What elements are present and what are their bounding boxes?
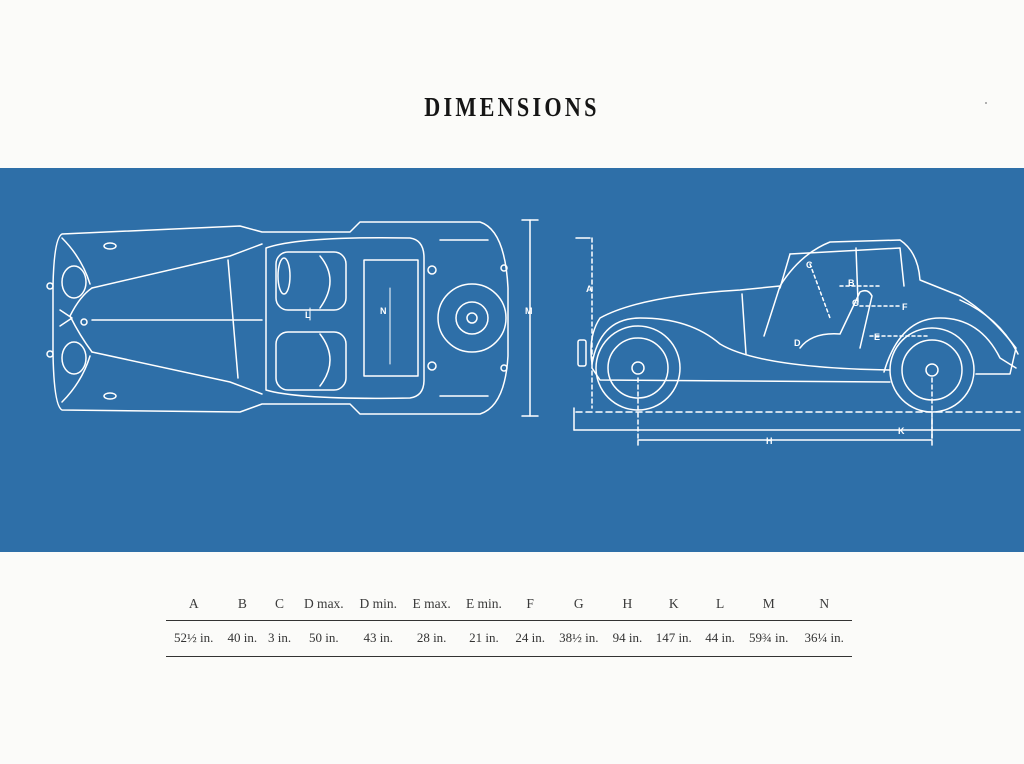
car-top-view xyxy=(46,219,539,417)
value-cell: 59¾ in. xyxy=(740,620,797,657)
header-cell: K xyxy=(648,590,700,621)
header-cell: C xyxy=(263,590,296,621)
value-cell: 52½ in. xyxy=(166,620,222,657)
header-cell: G xyxy=(551,590,607,621)
dim-label-A: A xyxy=(586,284,593,294)
dim-label-H: H xyxy=(766,436,773,446)
dim-label-E: E xyxy=(874,332,880,342)
dim-label-B: B xyxy=(848,278,855,288)
value-cell: 50 in. xyxy=(295,620,352,657)
value-cell: 147 in. xyxy=(648,620,700,657)
dim-label-K: K xyxy=(898,426,905,436)
dim-label-G: G xyxy=(852,298,859,308)
value-cell: 94 in. xyxy=(606,620,649,657)
blueprint-diagram: L N M A B C D E F G H K xyxy=(0,168,1024,552)
header-cell: M xyxy=(740,590,797,621)
dim-label-C: C xyxy=(806,260,813,270)
value-cell: 38½ in. xyxy=(551,620,607,657)
header-cell: D min. xyxy=(351,590,405,621)
dim-label-M: M xyxy=(525,306,533,316)
value-cell: 43 in. xyxy=(351,620,405,657)
table-row: 52½ in. 40 in. 3 in. 50 in. 43 in. 28 in… xyxy=(166,620,852,657)
header-cell: H xyxy=(606,590,649,621)
value-cell: 36¼ in. xyxy=(796,620,852,657)
table-header-row: A B C D max. D min. E max. E min. F G H … xyxy=(166,590,852,621)
value-cell: 44 in. xyxy=(699,620,741,657)
header-cell: E max. xyxy=(404,590,459,621)
header-cell: L xyxy=(699,590,741,621)
dim-label-L: L xyxy=(305,310,311,320)
value-cell: 28 in. xyxy=(404,620,459,657)
dim-label-D: D xyxy=(794,338,801,348)
value-cell: 21 in. xyxy=(458,620,510,657)
paper-speck xyxy=(985,102,987,104)
header-cell: D max. xyxy=(295,590,352,621)
value-cell: 3 in. xyxy=(263,620,296,657)
value-cell: 24 in. xyxy=(509,620,552,657)
header-cell: N xyxy=(796,590,852,621)
dim-label-F: F xyxy=(902,302,908,312)
header-cell: A xyxy=(166,590,222,621)
dimensions-table: A B C D max. D min. E max. E min. F G H … xyxy=(166,590,852,657)
dim-label-N: N xyxy=(380,306,387,316)
value-cell: 40 in. xyxy=(221,620,264,657)
header-cell: F xyxy=(509,590,552,621)
header-cell: B xyxy=(221,590,264,621)
page-title: DIMENSIONS xyxy=(424,92,600,122)
car-side-view xyxy=(573,237,1021,449)
header-cell: E min. xyxy=(458,590,510,621)
